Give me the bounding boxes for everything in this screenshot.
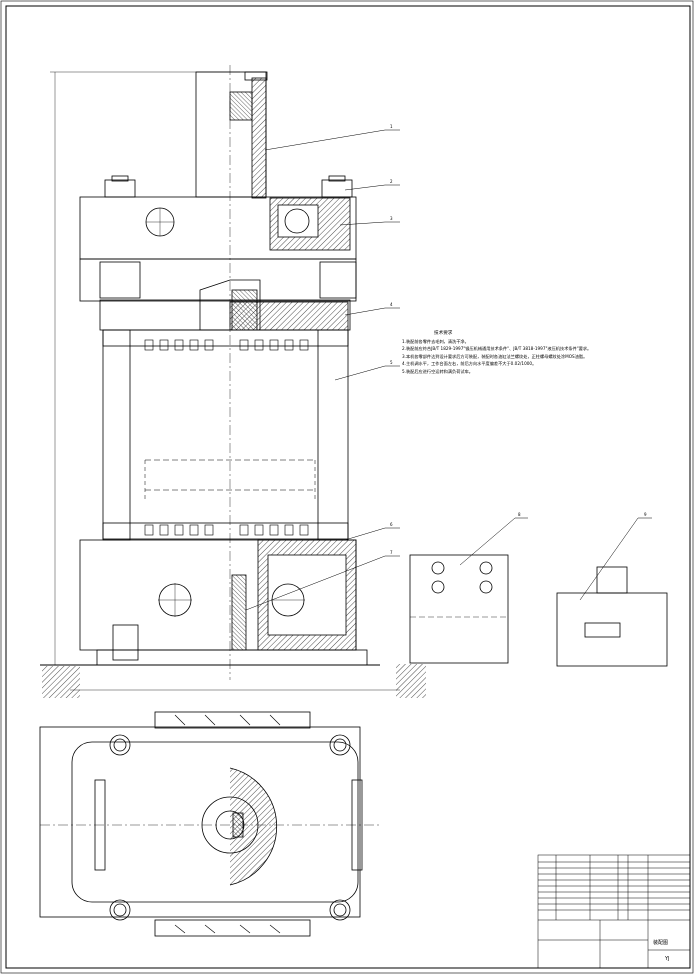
column-left xyxy=(102,329,131,541)
top-view xyxy=(39,689,400,937)
technical-requirements: 技术要求 1.装配前各零件去毛刺，清洗干净。 2.装配前应符合JB/T 1829… xyxy=(402,330,692,376)
title-block-code: YJ xyxy=(664,956,670,962)
inner-border xyxy=(5,5,691,969)
top-view-outline xyxy=(39,726,361,918)
callout-4: 4 xyxy=(390,302,393,307)
column-right xyxy=(317,329,349,541)
tech-note-1: 1.装配前各零件去毛刺，清洗干净。 xyxy=(402,338,469,344)
callout-1: 1 xyxy=(390,124,393,129)
tech-note-5: 5.装配后应进行空运转和满负荷试车。 xyxy=(402,368,473,374)
detail-view-8 xyxy=(396,554,509,698)
callout-3: 3 xyxy=(390,216,393,221)
detail-view-9 xyxy=(556,566,668,667)
title-block xyxy=(537,854,691,969)
tech-note-4: 4.主机调水平，工作台面左右，前后方向水平度偏差不大于0.02/1000。 xyxy=(402,361,537,367)
callout-9: 9 xyxy=(644,512,647,517)
callout-6: 6 xyxy=(390,522,393,527)
top-view-hub xyxy=(229,767,278,886)
tech-note-2: 2.装配前应符合JB/T 1829-1997"锻压机械通用技术条件"、JB/T … xyxy=(402,346,592,352)
callout-leaders xyxy=(245,129,652,611)
cylinder-wall-hatch xyxy=(251,77,267,199)
front-view xyxy=(40,65,380,698)
tech-note-3: 3.本机各零部件达到设计要求后方可装配，装配时各油缸法兰螺纹处，正柱螺母螺纹处涂… xyxy=(402,353,588,359)
title-block-name: 装配图 xyxy=(653,939,668,946)
callout-2: 2 xyxy=(390,179,393,184)
tech-requirements-title: 技术要求 xyxy=(434,331,453,336)
callout-5: 5 xyxy=(390,360,393,365)
callout-7: 7 xyxy=(390,550,393,555)
callout-8: 8 xyxy=(518,512,521,517)
